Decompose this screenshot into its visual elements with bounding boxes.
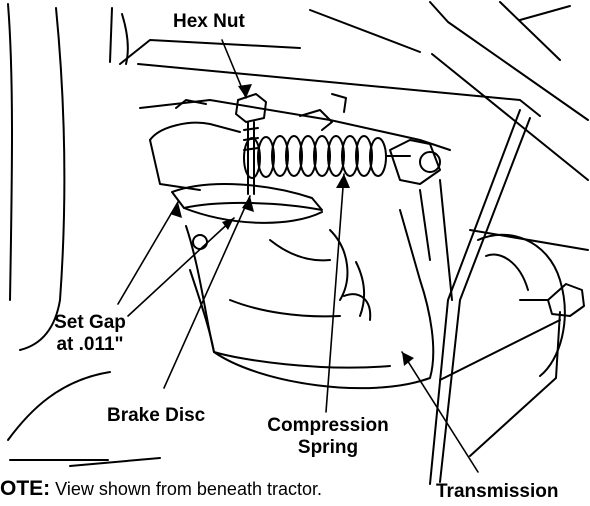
support-struts <box>429 109 531 485</box>
arrowheads <box>170 84 414 366</box>
leader-brake-disc <box>163 195 251 389</box>
note-rules <box>9 457 161 467</box>
label-compression-spring: Compression Spring <box>248 415 408 459</box>
label-set-gap-line2: at .011" <box>56 333 124 355</box>
leader-compression <box>325 173 345 413</box>
label-compression-line2: Spring <box>297 436 359 458</box>
leader-set-gap-a <box>117 201 179 305</box>
note-text: View shown from beneath tractor. <box>50 479 322 499</box>
leader-lines <box>117 39 479 473</box>
tractor-frame <box>7 1 589 441</box>
label-set-gap: Set Gap at .011" <box>40 312 140 356</box>
label-transmission: Transmission <box>436 481 559 502</box>
transmission-housing <box>185 179 453 390</box>
note-lead: OTE: <box>0 477 51 500</box>
label-brake-disc: Brake Disc <box>107 405 206 426</box>
leader-set-gap-b <box>127 217 235 317</box>
label-set-gap-line1: Set Gap <box>54 312 126 333</box>
hex-nut <box>235 93 267 195</box>
label-hex-nut: Hex Nut <box>173 11 245 32</box>
label-compression-line1: Compression <box>267 415 389 436</box>
transmission-axle <box>439 233 585 457</box>
note-caption: OTE: View shown from beneath tractor. <box>0 477 322 501</box>
leader-transmission <box>401 351 479 473</box>
brake-bracket <box>139 93 451 191</box>
compression-spring <box>243 135 411 179</box>
